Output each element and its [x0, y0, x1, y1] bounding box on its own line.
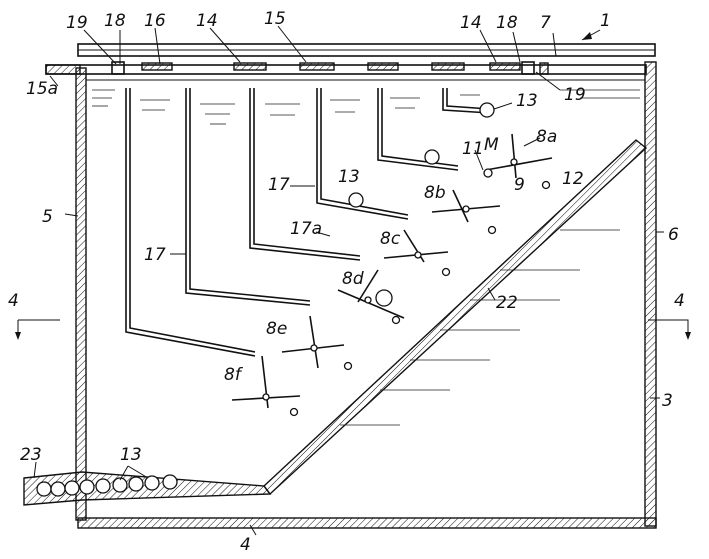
baffle-3 — [249, 88, 361, 261]
flipper-8d — [337, 269, 405, 319]
label-arm: 11 — [462, 139, 484, 159]
label-flipper-a: 8a — [536, 127, 557, 147]
baffle-4 — [316, 88, 409, 220]
baffle-5 — [377, 88, 459, 171]
flipper-8a — [483, 133, 553, 179]
cabinet-walls — [75, 43, 657, 529]
label-flipper-c: 8c — [380, 229, 401, 249]
label-fastener-right: 18 — [496, 13, 518, 33]
flipper-8f — [231, 355, 301, 409]
label-screw-right: 19 — [564, 85, 586, 105]
label-plate-piece: 16 — [144, 11, 166, 31]
label-flipper-d: 8d — [342, 269, 364, 289]
label-fastener-left: 18 — [104, 11, 126, 31]
label-slot-strip-2: 14 — [460, 13, 482, 33]
label-screw-left: 19 — [66, 13, 88, 33]
top-plate — [45, 61, 647, 81]
label-cabinet: 1 — [600, 11, 611, 31]
label-top-cover: 7 — [540, 13, 551, 33]
flipper-8c — [383, 229, 449, 263]
baffle-6 — [442, 88, 491, 114]
label-baffle-3: 17 — [268, 175, 290, 195]
outlet-balls — [36, 474, 178, 497]
label-pivot: 9 — [514, 175, 525, 195]
flippers — [231, 133, 553, 409]
baffle-1 — [125, 88, 256, 357]
label-flipper-b: 8b — [424, 183, 446, 203]
surface-shading — [92, 89, 640, 125]
label-section-left: 4 — [8, 291, 19, 311]
label-stop: 12 — [562, 169, 584, 189]
loose-balls — [289, 102, 551, 417]
label-ramp: 22 — [496, 293, 518, 313]
label-flipper-e: 8e — [266, 319, 287, 339]
reference-labels: 1 7 18 14 19 18 16 14 15 15a 19 13 8a M … — [8, 9, 685, 555]
leader-lines — [33, 25, 664, 536]
label-ball-mid: 13 — [338, 167, 360, 187]
label-right-wall: 6 — [668, 225, 679, 245]
flipper-8e — [281, 315, 345, 369]
section-marks — [15, 319, 691, 340]
baffle-2 — [185, 88, 311, 306]
label-bottom-wall: 4 — [240, 535, 251, 555]
label-ball-outlet: 13 — [120, 445, 142, 465]
label-chamber: 3 — [662, 391, 673, 411]
label-plate: 15 — [264, 9, 286, 29]
label-magnet: M — [484, 135, 499, 155]
ramp — [263, 139, 648, 496]
label-slot-strip: 14 — [196, 11, 218, 31]
right-wall — [644, 61, 657, 527]
bottom-wall — [77, 517, 657, 529]
label-baffle: 17 — [144, 245, 166, 265]
flipper-8b — [431, 189, 501, 223]
label-outlet: 23 — [20, 445, 42, 465]
label-section-right: 4 — [674, 291, 685, 311]
label-left-wall: 5 — [42, 207, 53, 227]
label-baffle-foot: 17a — [290, 219, 322, 239]
label-plate-edge: 15a — [26, 79, 58, 99]
left-wall — [75, 67, 87, 521]
label-flipper-f: 8f — [224, 365, 244, 385]
label-ball-top: 13 — [516, 91, 538, 111]
